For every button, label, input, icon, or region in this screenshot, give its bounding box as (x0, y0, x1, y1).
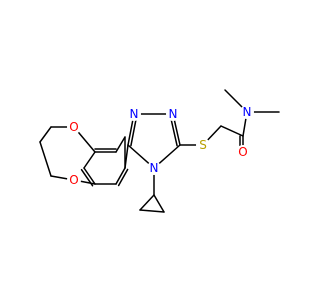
bond-a1-a2 (115, 136, 126, 153)
atom-label-n-amide: N (243, 105, 252, 119)
bond-a6-a7 (115, 167, 126, 185)
bond-na-me1 (224, 89, 244, 109)
atom-label-n-triazole-2: N (169, 107, 178, 121)
bond-n2-t5-double (170, 119, 178, 147)
bond-c1-c2 (39, 126, 52, 143)
bond-a3-a4 (83, 151, 96, 169)
atom-label-s-thioether: S (199, 138, 207, 152)
bond-ch2-cco (220, 125, 244, 137)
atom-n-triazole-2: N (166, 107, 180, 121)
atom-o-carbonyl: O (236, 145, 250, 159)
bond-c2-c3 (39, 141, 52, 177)
bond-n4-t3 (127, 144, 151, 165)
bond-a7-t3 (124, 144, 129, 169)
atom-n-triazole-1: N (127, 107, 141, 121)
bond-cco-na (242, 117, 247, 137)
atom-o-ring-bottom: O (67, 173, 81, 187)
atom-s-thioether: S (196, 138, 210, 152)
bond-a4-a5 (83, 167, 96, 185)
atom-label-o-ring-bottom: O (69, 173, 78, 187)
bond-t5-n4 (157, 144, 181, 165)
bond-cp1-cp2 (139, 209, 165, 213)
bond-a3-o1 (77, 130, 96, 153)
bond-t3-n1-double (130, 119, 137, 147)
atom-label-o-ring-top: O (69, 120, 78, 134)
bond-s-ch2 (206, 125, 222, 142)
atom-label-o-carbonyl: O (238, 145, 247, 159)
bond-a6-a7-double (117, 168, 129, 187)
bond-c3-o2 (50, 175, 69, 180)
atom-n-triazole-4: N (147, 161, 161, 175)
bond-o2-a5 (79, 180, 96, 185)
bond-t3-n1 (127, 119, 134, 146)
atom-label-n-triazole-4: N (150, 161, 159, 175)
atom-o-ring-top: O (67, 120, 81, 134)
bond-cp-cp1 (139, 194, 155, 211)
atom-label-n-triazole-1: N (130, 107, 139, 121)
molecule-diagram: O O N N N S O N (39, 89, 280, 213)
bond-n2-t5 (173, 119, 181, 146)
atom-n-amide: N (240, 105, 254, 119)
bond-layer (39, 89, 280, 213)
bond-cp2-cp (153, 194, 165, 213)
